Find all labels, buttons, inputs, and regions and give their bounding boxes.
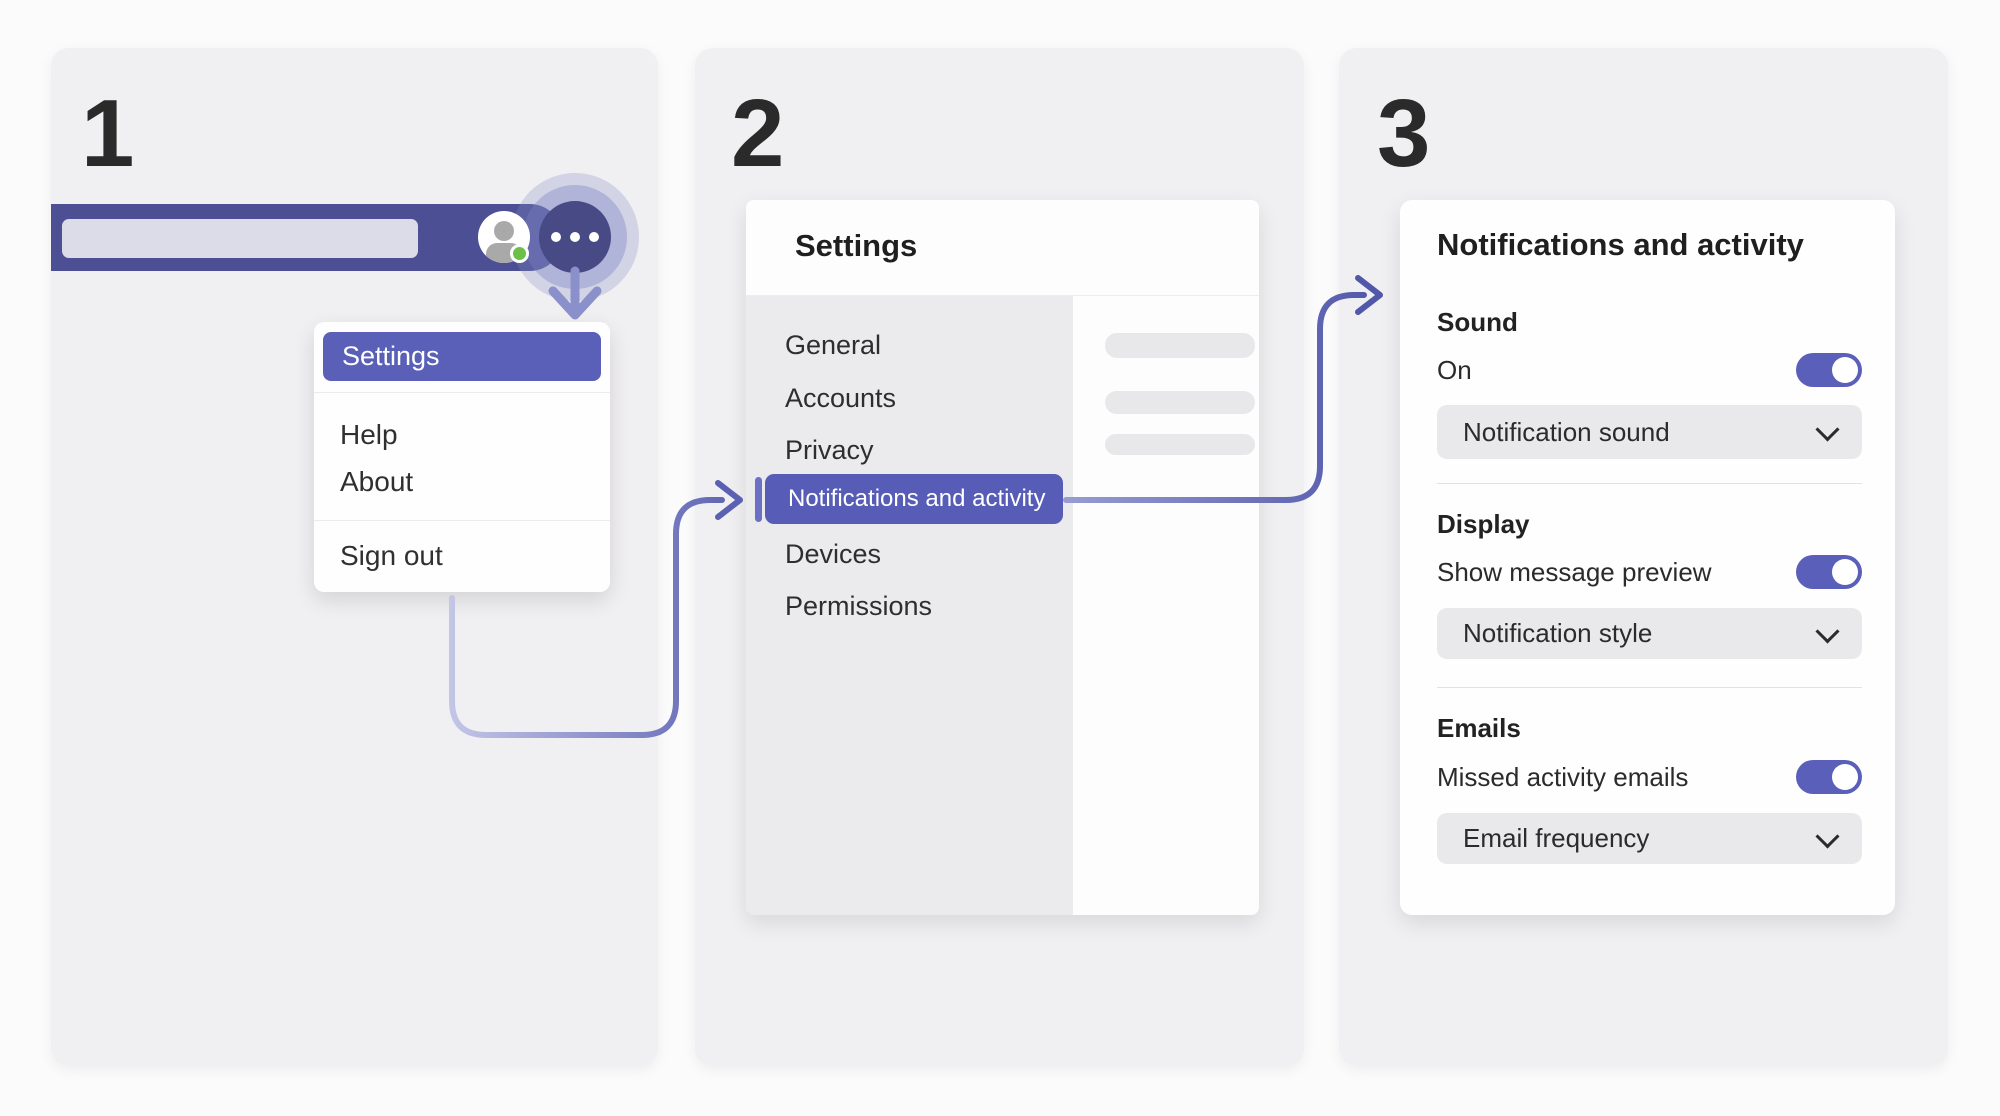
ellipsis-icon: [570, 232, 580, 242]
ellipsis-icon: [589, 232, 599, 242]
more-options-button[interactable]: [539, 201, 611, 273]
avatar-person-icon: [494, 221, 514, 241]
menu-item-about[interactable]: About: [340, 466, 414, 497]
section-heading-sound: Sound: [1437, 307, 1518, 337]
email-frequency-dropdown[interactable]: Email frequency: [1437, 813, 1862, 864]
chevron-down-icon: [1815, 618, 1840, 644]
step-panel-1: 1 Settings Help About Sign out: [51, 48, 658, 1066]
nav-item-label: Notifications and activity: [788, 485, 1046, 512]
teams-title-bar: [51, 204, 563, 271]
settings-nav-sidebar: General Accounts Privacy Notifications a…: [746, 296, 1073, 915]
search-input[interactable]: [62, 219, 418, 258]
chevron-down-icon: [1815, 823, 1840, 849]
dropdown-label: Notification sound: [1463, 417, 1670, 447]
nav-item-notifications-and-activity[interactable]: Notifications and activity: [765, 474, 1063, 524]
menu-item-help[interactable]: Help: [340, 419, 398, 450]
notifications-settings-card: Notifications and activity Sound On Noti…: [1400, 200, 1895, 915]
section-divider: [1437, 483, 1862, 484]
notifications-card-title: Notifications and activity: [1437, 227, 1804, 262]
settings-content-placeholder: [1073, 296, 1259, 915]
menu-divider: [314, 392, 610, 393]
step-panel-2: 2 Settings General Accounts Privacy Noti…: [695, 48, 1304, 1066]
selected-nav-accent-bar: [755, 477, 762, 522]
step-number-3: 3: [1377, 80, 1431, 187]
toggle-knob: [1832, 357, 1858, 383]
step-number-2: 2: [731, 80, 785, 187]
skeleton-bar: [1105, 333, 1255, 358]
dropdown-label: Email frequency: [1463, 823, 1650, 853]
chevron-down-icon: [1815, 417, 1840, 442]
menu-divider: [314, 520, 610, 521]
emails-toggle-row: Missed activity emails: [1437, 757, 1862, 797]
settings-dialog: Settings General Accounts Privacy Notifi…: [746, 200, 1259, 915]
presence-online-dot: [510, 244, 529, 263]
menu-item-label: Settings: [342, 341, 440, 371]
menu-item-settings[interactable]: Settings: [323, 332, 601, 381]
settings-dialog-title: Settings: [795, 228, 918, 263]
toggle-knob: [1832, 559, 1858, 585]
sound-toggle[interactable]: [1796, 353, 1862, 387]
profile-dropdown-menu: Settings Help About Sign out: [314, 322, 610, 592]
nav-item-accounts[interactable]: Accounts: [785, 383, 897, 413]
missed-activity-emails-label: Missed activity emails: [1437, 762, 1689, 792]
section-heading-display: Display: [1437, 509, 1530, 539]
skeleton-bar: [1105, 434, 1255, 455]
settings-dialog-body: General Accounts Privacy Notifications a…: [746, 296, 1259, 915]
toggle-knob: [1832, 764, 1858, 790]
step-panel-3: 3 Notifications and activity Sound On No…: [1339, 48, 1948, 1066]
nav-item-general[interactable]: General: [785, 330, 882, 360]
skeleton-bar: [1105, 391, 1255, 414]
section-heading-emails: Emails: [1437, 713, 1521, 743]
nav-item-devices[interactable]: Devices: [785, 539, 882, 569]
section-divider: [1437, 687, 1862, 688]
notification-style-dropdown[interactable]: Notification style: [1437, 608, 1862, 659]
display-toggle-row: Show message preview: [1437, 552, 1862, 592]
nav-item-permissions[interactable]: Permissions: [785, 591, 933, 621]
nav-item-privacy[interactable]: Privacy: [785, 435, 874, 465]
step-number-1: 1: [81, 80, 135, 187]
notification-sound-dropdown[interactable]: Notification sound: [1437, 405, 1862, 459]
ellipsis-icon: [551, 232, 561, 242]
show-message-preview-label: Show message preview: [1437, 557, 1712, 587]
show-message-preview-toggle[interactable]: [1796, 555, 1862, 589]
sound-toggle-row: On: [1437, 350, 1862, 390]
sound-toggle-label: On: [1437, 355, 1472, 385]
dropdown-label: Notification style: [1463, 618, 1653, 648]
missed-activity-emails-toggle[interactable]: [1796, 760, 1862, 794]
menu-item-sign-out[interactable]: Sign out: [340, 540, 443, 571]
settings-dialog-header: Settings: [746, 200, 1259, 296]
